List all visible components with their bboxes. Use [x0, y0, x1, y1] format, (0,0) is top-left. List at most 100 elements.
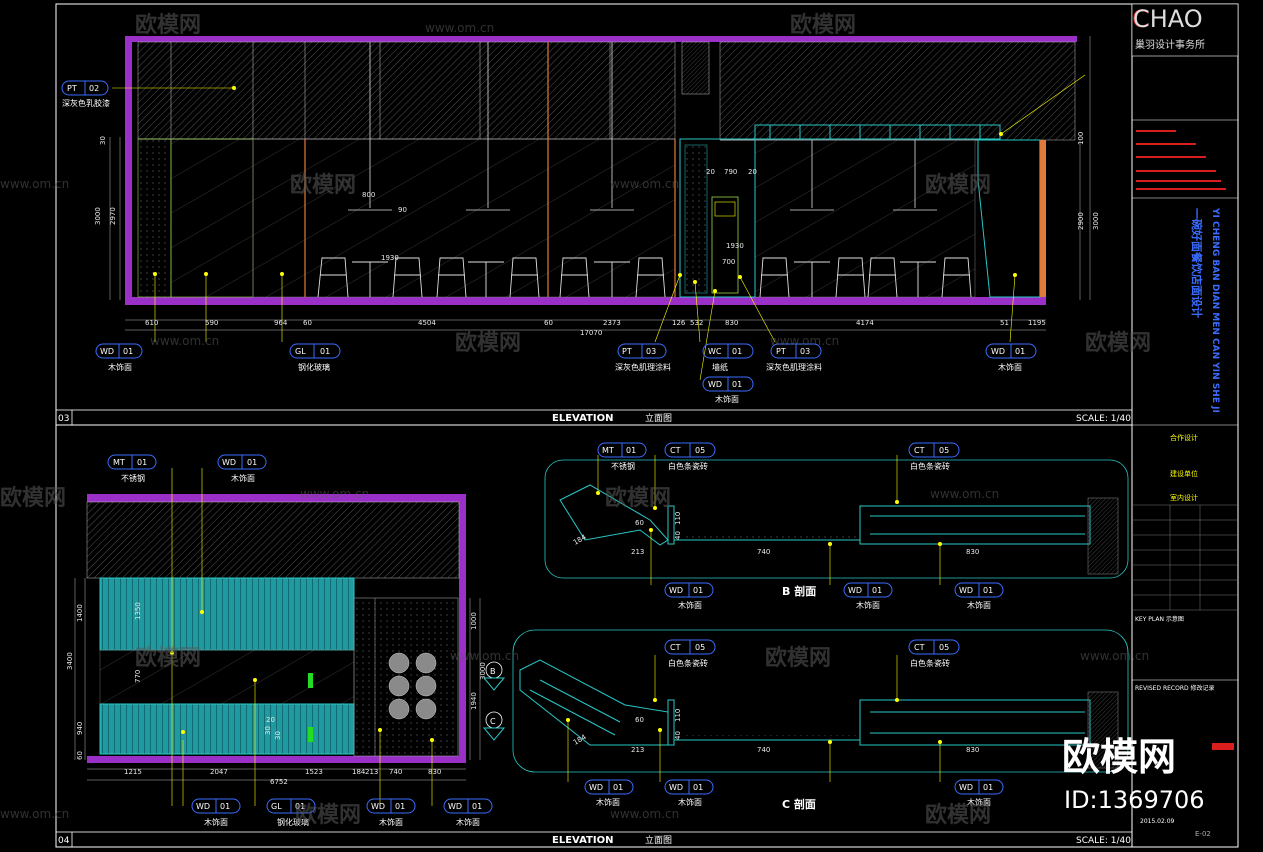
dim-03-inner-0: 800: [362, 191, 375, 199]
watermark-big-logo: 欧模网: [1062, 735, 1176, 779]
dim-03-4: 4504: [418, 319, 436, 327]
tag-c-ct05-b: CT 05 白色条瓷砖: [908, 639, 960, 668]
dim-b-3: 184: [572, 533, 588, 547]
dim-b-0: 213: [631, 548, 644, 556]
svg-text:深灰色肌理涂料: 深灰色肌理涂料: [615, 362, 671, 372]
svg-text:木饰面: 木饰面: [678, 600, 702, 610]
dim-c-4: 60: [635, 716, 644, 724]
dim-03-inner-5: 20: [748, 168, 757, 176]
watermarks: 欧模网 www.om.cn 欧模网 欧模网 www.om.cn 欧模网 www.…: [0, 12, 1205, 828]
svg-text:木饰面: 木饰面: [998, 362, 1022, 372]
section-b: 213 740 830 184 60 110 40 B 剖面: [544, 455, 1129, 598]
svg-text:01: 01: [732, 380, 742, 389]
revised-label: REVISED RECORD 修改记录: [1135, 684, 1215, 692]
svg-text:03: 03: [646, 347, 656, 356]
title-block: C CHAO 巢羽设计事务所 一碗好面餐饮店面设计 YI CHENG BAN D…: [1131, 3, 1239, 838]
tag-wd01-e: WD 01 木饰面: [191, 798, 241, 827]
dim-04-left-0: 1400: [76, 604, 84, 622]
dim-04-1: 2047: [210, 768, 228, 776]
svg-text:木饰面: 木饰面: [967, 600, 991, 610]
tag-gl01-b: GL 01 钢化玻璃: [266, 798, 316, 827]
svg-text:01: 01: [395, 802, 405, 811]
dim-03-inner-7: 1930: [726, 242, 744, 250]
tag-c-wd01-a: WD 01 木饰面: [584, 779, 634, 807]
svg-text:01: 01: [137, 458, 147, 467]
dim-04-left-2: 940: [76, 722, 84, 735]
view-04-scale: SCALE: 1/40: [1076, 836, 1131, 846]
dim-03-12: 1195: [1028, 319, 1046, 327]
svg-text:CT: CT: [670, 643, 681, 652]
svg-text:木饰面: 木饰面: [204, 817, 228, 827]
svg-text:PT: PT: [776, 347, 786, 356]
tag-wd01-d: WD 01 木饰面: [217, 454, 267, 483]
watermark-url-8: www.om.cn: [450, 649, 519, 663]
dim-03-7: 126: [672, 319, 686, 327]
svg-text:深灰色肌理涂料: 深灰色肌理涂料: [766, 362, 822, 372]
svg-text:05: 05: [939, 643, 949, 652]
svg-text:05: 05: [695, 643, 705, 652]
svg-text:木饰面: 木饰面: [967, 797, 991, 807]
watermark-logo-9: 欧模网: [135, 645, 201, 671]
svg-text:WD: WD: [708, 380, 722, 389]
dim-04-left-1: 3400: [66, 652, 74, 670]
dim-b-4: 60: [635, 519, 644, 527]
view-04-number: 04: [58, 836, 70, 846]
watermark-logo-12: 欧模网: [925, 802, 991, 828]
watermark-logo-1: 欧模网: [135, 12, 201, 38]
watermark-logo-11: 欧模网: [295, 802, 361, 828]
watermark-id: ID:1369706: [1064, 786, 1205, 814]
svg-text:木饰面: 木饰面: [108, 362, 132, 372]
marker-b: B: [490, 667, 496, 676]
dim-04-4: 213: [365, 768, 378, 776]
section-c: 213 740 830 184 60 110 40 C 剖面: [512, 629, 1129, 811]
dim-03-inner-6: 1930: [381, 254, 399, 262]
tag-b-mt01: MT 01 不锈钢: [597, 442, 647, 471]
watermark-url-2: www.om.cn: [610, 177, 679, 191]
view-04-title-cn: 立面图: [645, 834, 672, 846]
watermark-logo-6: 欧模网: [1085, 330, 1151, 356]
svg-text:01: 01: [123, 347, 133, 356]
dim-04-inner-4: 20: [266, 716, 275, 724]
dim-03-right-1: 2900: [1077, 212, 1085, 230]
watermark-logo-7: 欧模网: [0, 485, 66, 511]
svg-text:01: 01: [220, 802, 230, 811]
svg-text:白色条瓷砖: 白色条瓷砖: [910, 658, 950, 668]
dim-04-2: 1523: [305, 768, 323, 776]
tag-b-ct05-a: CT 05 白色条瓷砖: [664, 442, 716, 471]
svg-text:WD: WD: [371, 802, 385, 811]
dim-03-11: 51: [1000, 319, 1009, 327]
tag-wd01-f: WD 01 木饰面: [366, 798, 416, 827]
dim-04-inner-3: 30: [274, 731, 282, 740]
svg-text:CT: CT: [670, 446, 681, 455]
tag-wd01-a: WD 01 木饰面: [95, 343, 143, 372]
dim-03-inner-3: 20: [706, 168, 715, 176]
dim-04-inner-2: 30: [264, 726, 272, 735]
svg-text:02: 02: [89, 84, 99, 93]
elevation-04: [74, 468, 481, 806]
dim-03-inner-2: 790: [724, 168, 737, 176]
svg-text:MT: MT: [602, 446, 614, 455]
dim-c-0: 213: [631, 746, 644, 754]
view-03-title: ELEVATION: [552, 413, 613, 424]
tag-wc01: WC 01 墙纸: [702, 343, 754, 372]
drawing-date: 2015.02.09: [1140, 818, 1175, 825]
watermark-url-5: www.om.cn: [770, 334, 839, 348]
dim-c-3: 184: [572, 733, 588, 747]
svg-text:WD: WD: [222, 458, 236, 467]
dim-c-6: 40: [674, 731, 682, 740]
elevation-04-dims: 1215 2047 1523 184 213 740 830 6752 1400…: [66, 602, 487, 786]
svg-text:WD: WD: [959, 586, 973, 595]
svg-text:01: 01: [320, 347, 330, 356]
watermark-url-4: www.om.cn: [150, 334, 219, 348]
watermark-logo-8: 欧模网: [605, 485, 671, 511]
svg-text:WD: WD: [959, 783, 973, 792]
watermark-url-3: www.om.cn: [0, 177, 69, 191]
dim-04-inner-0: 1350: [134, 602, 142, 620]
watermark-logo-3: 欧模网: [290, 172, 356, 198]
dim-03-0: 610: [145, 319, 158, 327]
tag-b-wd01-a: WD 01 木饰面: [664, 582, 714, 610]
studio-name: 巢羽设计事务所: [1135, 38, 1205, 51]
dim-b-5: 110: [674, 512, 682, 525]
svg-text:PT: PT: [67, 84, 77, 93]
section-b-tags: MT 01 不锈钢 CT 05 白色条瓷砖 CT 05 白色条瓷砖 WD 01 …: [597, 442, 1004, 610]
